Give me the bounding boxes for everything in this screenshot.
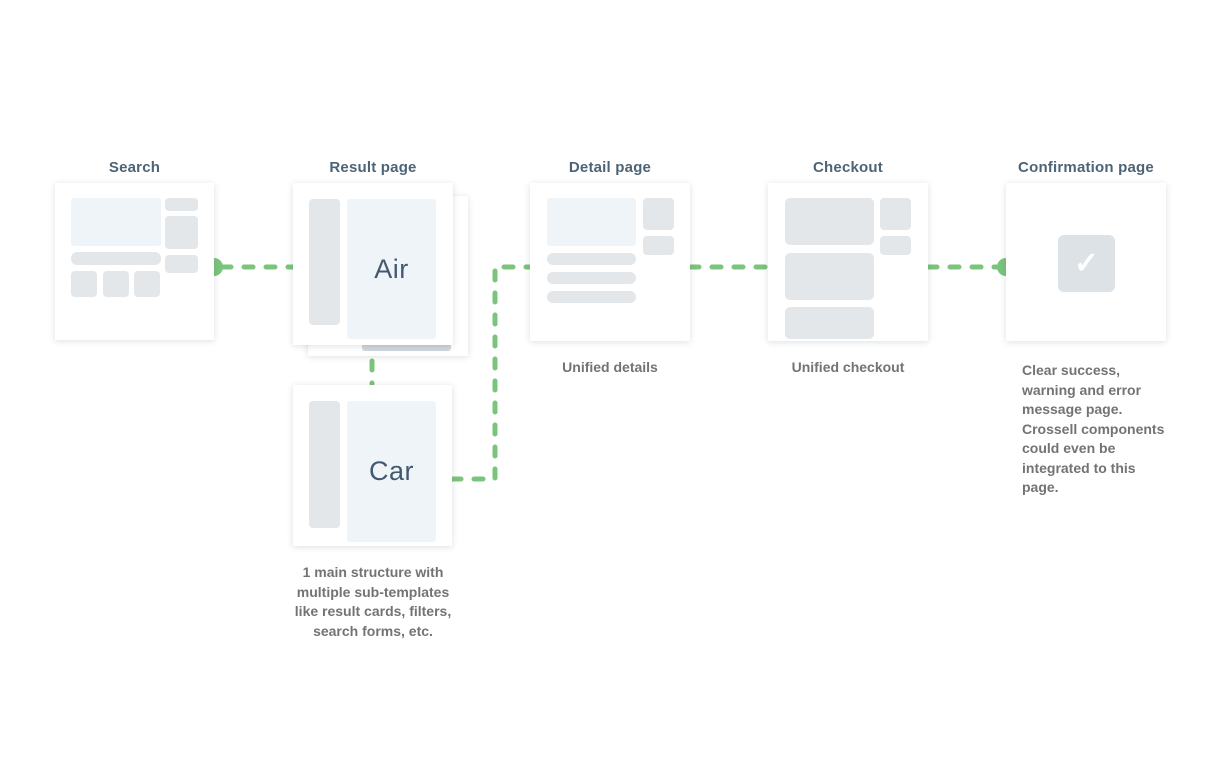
result-air-panel: Air	[347, 199, 436, 339]
search-tile-placeholder	[134, 271, 160, 297]
result-page-note: 1 main structure with multiple sub-templ…	[294, 564, 452, 639]
search-side-bar-placeholder	[165, 198, 198, 211]
detail-side-small-placeholder	[643, 236, 674, 255]
checkout-block-placeholder	[785, 307, 874, 339]
search-tile-placeholder	[103, 271, 129, 297]
search-tile-placeholder	[71, 271, 97, 297]
detail-hero-placeholder	[547, 198, 636, 246]
checkout-block-placeholder	[785, 253, 874, 300]
checkout-block-placeholder	[785, 198, 874, 245]
detail-side-block-placeholder	[643, 198, 674, 230]
result-page-air-card: Air	[293, 183, 453, 345]
result-air-sidebar-placeholder	[309, 199, 340, 325]
confirmation-page-card: ✓	[1006, 183, 1166, 341]
connector-dot-search	[214, 258, 223, 276]
column-title-detail-page: Detail page	[568, 159, 652, 176]
checkout-page-card	[768, 183, 928, 341]
result-car-sidebar-placeholder	[309, 401, 340, 528]
column-title-confirmation-page: Confirmation page	[1018, 159, 1154, 176]
column-title-search: Search	[108, 159, 161, 176]
result-car-panel: Car	[347, 401, 436, 542]
checkout-caption: Unified checkout	[791, 359, 905, 375]
search-hero-placeholder	[71, 198, 161, 246]
detail-page-card	[530, 183, 690, 341]
search-page-card	[55, 183, 214, 340]
search-textline-placeholder	[71, 252, 161, 265]
connector-dot-confirmation	[997, 258, 1006, 276]
search-side-small-placeholder	[165, 255, 198, 273]
detail-textline-placeholder	[547, 291, 636, 303]
result-page-car-card: Car	[293, 385, 452, 546]
air-label: Air	[374, 253, 409, 284]
detail-caption: Unified details	[562, 359, 658, 375]
search-side-block-placeholder	[165, 216, 198, 249]
checkout-side-small-placeholder	[880, 236, 911, 255]
checkout-side-block-placeholder	[880, 198, 911, 230]
success-check-box: ✓	[1058, 235, 1115, 292]
confirmation-page-note: Clear success, warning and error message…	[1022, 362, 1165, 495]
detail-textline-placeholder	[547, 253, 636, 265]
detail-textline-placeholder	[547, 272, 636, 284]
car-label: Car	[368, 456, 414, 486]
column-title-result-page: Result page	[329, 159, 417, 176]
check-icon: ✓	[1073, 246, 1100, 280]
column-title-checkout: Checkout	[813, 159, 883, 176]
